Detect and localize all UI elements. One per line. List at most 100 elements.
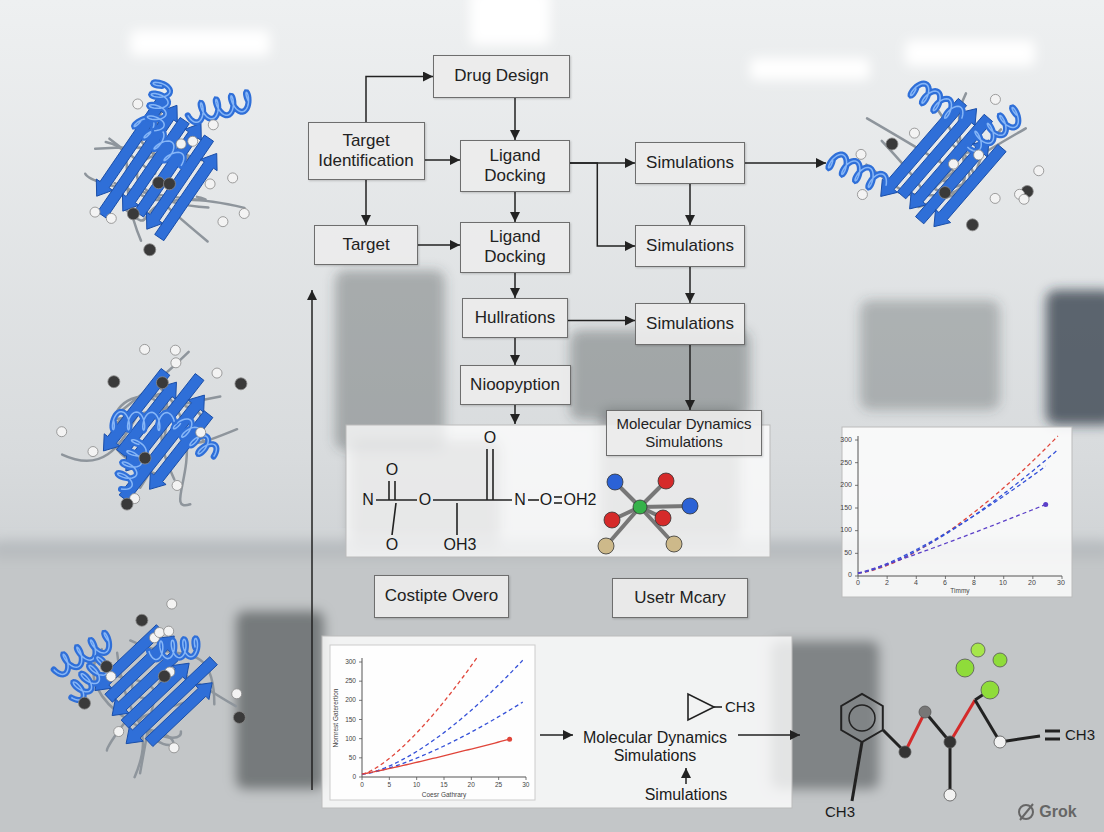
- atom-ball: [208, 120, 218, 130]
- flow-arrow: [418, 244, 460, 246]
- axis-tick: 50: [844, 549, 852, 557]
- process-box: Costipte Overo: [374, 575, 509, 618]
- tick: [855, 530, 858, 531]
- atom-ball: [971, 643, 985, 657]
- atom-ball: [1034, 166, 1044, 176]
- atom-ball: [188, 136, 198, 146]
- atom-ball: [163, 178, 175, 190]
- ring: [688, 694, 714, 720]
- atom-ball: [919, 706, 931, 718]
- atom-ball: [990, 94, 1000, 104]
- atom-ball: [144, 244, 156, 256]
- axis-tick: 200: [345, 697, 356, 704]
- atom-ball: [133, 99, 143, 109]
- axis-tick: 30: [522, 781, 529, 788]
- bond: [486, 449, 488, 500]
- axis-tick: 2: [885, 579, 889, 587]
- bond: [394, 481, 396, 500]
- flow-arrow: [568, 320, 635, 322]
- helix-highlight: [118, 440, 147, 490]
- node-label: Ligand Docking: [468, 146, 562, 187]
- atom-ball: [205, 179, 215, 189]
- axis-tick: 200: [840, 481, 852, 489]
- protein-ribbon: [57, 344, 247, 510]
- node-label: Costipte Overo: [385, 586, 498, 606]
- axis-tick: 8: [972, 579, 976, 587]
- process-box: Simulations: [635, 142, 745, 184]
- atom-ball: [158, 670, 170, 682]
- process-box: Hullrations: [462, 298, 568, 338]
- atom-ball: [172, 480, 182, 490]
- node-label: Hullrations: [475, 308, 555, 328]
- process-box: Simulations: [635, 225, 745, 267]
- axis-tick: 5: [387, 781, 391, 788]
- atom-ball: [156, 377, 168, 389]
- atom-ball: [170, 345, 180, 355]
- axis-tick: 30: [1057, 579, 1065, 587]
- axis-tick: 300: [345, 658, 356, 665]
- node-label: Simulations: [646, 314, 734, 334]
- bond: [714, 706, 722, 708]
- helix-highlight: [173, 419, 216, 457]
- stick: [975, 700, 1000, 742]
- data-curve: [362, 739, 510, 774]
- atom-ball: [604, 512, 620, 528]
- protein-ribbon: [828, 84, 1043, 231]
- protein-ribbon: [85, 82, 249, 255]
- axis-title: Timmy: [950, 587, 969, 594]
- atom-ball: [114, 727, 124, 737]
- atom-ball: [944, 736, 956, 748]
- alpha-helix: [911, 84, 963, 119]
- chart-panel: [330, 645, 535, 800]
- data-curve: [858, 505, 1046, 574]
- atom-ball: [106, 213, 116, 223]
- watermark: Grok: [1039, 803, 1076, 821]
- benzene-circle: [849, 705, 875, 731]
- axis: [362, 658, 363, 777]
- axis-tick: 150: [345, 716, 356, 723]
- process-box: Nioopyption: [460, 365, 571, 405]
- tick: [1003, 576, 1004, 579]
- node-label: Simulations: [646, 153, 734, 173]
- ceiling-light: [750, 58, 870, 80]
- molecule-model: [841, 643, 1060, 801]
- line-chart: [359, 658, 526, 780]
- microscope-shape: [1046, 290, 1104, 425]
- atom-ball: [1019, 194, 1029, 204]
- atom-label: O: [419, 491, 431, 509]
- tick: [855, 485, 858, 486]
- tick: [1062, 576, 1063, 579]
- atom-ball: [106, 672, 116, 682]
- pointer-arrow: [738, 734, 800, 736]
- bond: [554, 496, 562, 498]
- beta-strand: [910, 114, 993, 209]
- axis-tick: 20: [1028, 579, 1036, 587]
- atom-ball: [655, 510, 671, 526]
- atom-ball: [212, 368, 222, 378]
- atom-ball: [90, 207, 100, 217]
- beta-strand: [155, 153, 217, 240]
- node-label: Drug Design: [454, 66, 549, 86]
- bond: [456, 503, 458, 535]
- tick: [359, 757, 362, 758]
- helix-highlight: [188, 92, 249, 122]
- atom-ball: [196, 427, 206, 437]
- flow-arrow: [425, 159, 461, 161]
- atom-ball: [682, 498, 698, 514]
- tick: [471, 777, 472, 780]
- atom-ball: [154, 628, 164, 638]
- tick: [855, 462, 858, 463]
- node-label: Nioopyption: [470, 375, 560, 395]
- axis-tick: 300: [840, 436, 852, 444]
- axis-tick: 50: [349, 754, 356, 761]
- layout-arrows: [312, 163, 826, 790]
- atom-ball: [909, 128, 919, 138]
- flow-arrow: [365, 180, 367, 225]
- tick: [498, 777, 499, 780]
- atom-ball: [176, 139, 186, 149]
- pointer-arrow: [514, 405, 516, 424]
- benzene-ring: [841, 694, 883, 742]
- flow-arrow: [689, 267, 691, 303]
- tick: [359, 738, 362, 739]
